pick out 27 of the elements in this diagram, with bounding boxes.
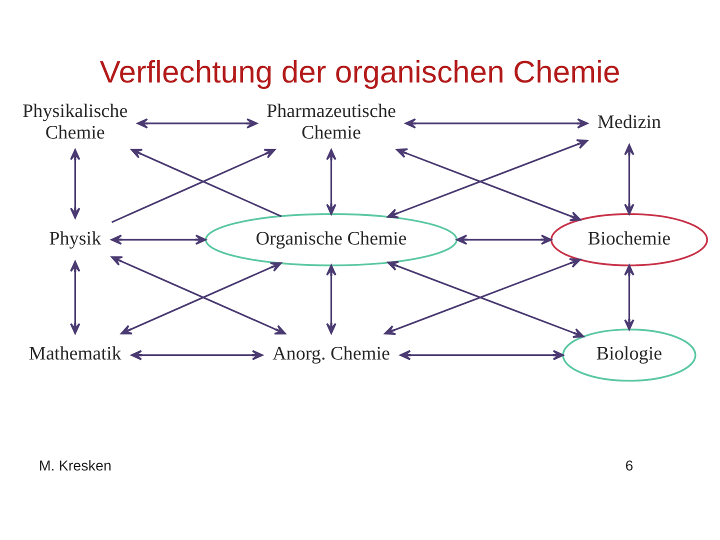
node-text: Mathematik: [28, 343, 122, 364]
diagram-title: Verflechtung der organischen Chemie: [100, 54, 620, 89]
arrow: [111, 148, 276, 222]
arrow: [70, 148, 80, 218]
arrow: [130, 148, 282, 217]
node-ellipse: Biochemie: [550, 212, 708, 266]
arrow: [326, 148, 336, 214]
arrow: [624, 144, 634, 214]
node-text: Pharmazeutische Chemie: [266, 100, 396, 144]
label: 6: [625, 458, 634, 474]
arrow: [130, 349, 264, 360]
label: M. Kresken: [38, 458, 112, 474]
arrow: [404, 118, 588, 128]
node-text: Anorg. Chemie: [272, 343, 390, 364]
arrow: [70, 260, 80, 334]
node-text: Physikalische Chemie: [22, 100, 128, 144]
node-text: Medizin: [597, 111, 662, 132]
arrow: [110, 234, 206, 244]
arrow: [400, 349, 564, 360]
arrow: [624, 264, 634, 330]
arrow: [326, 264, 336, 334]
arrow: [136, 118, 258, 128]
arrow: [456, 234, 552, 244]
arrow: [396, 148, 582, 221]
arrow: [387, 138, 588, 218]
node-text: Physik: [49, 228, 102, 249]
node-ellipse: Organische Chemie: [204, 212, 458, 266]
